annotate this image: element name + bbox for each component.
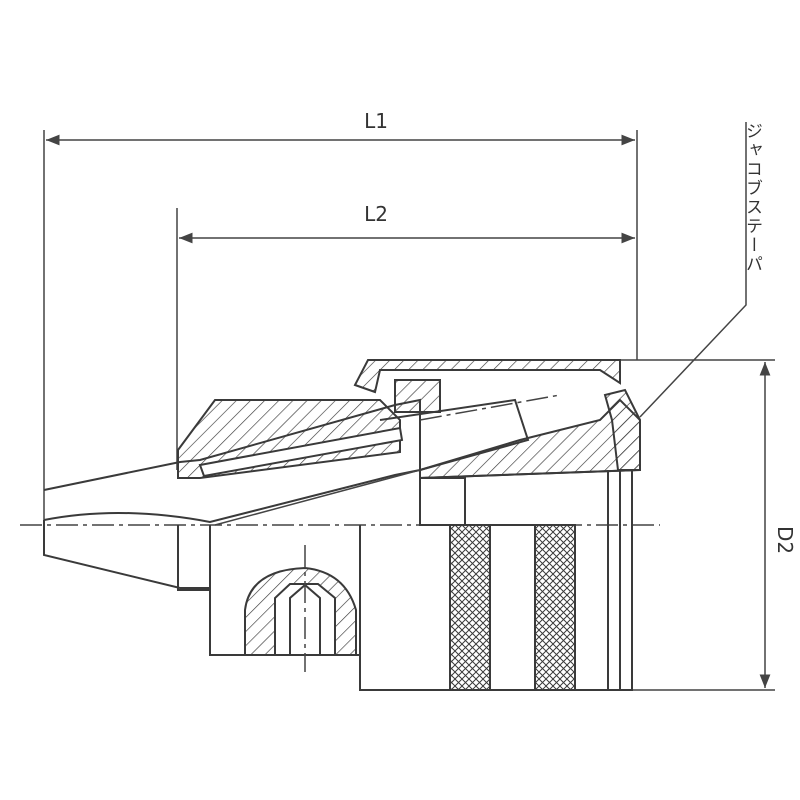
jaw-body-section [419,398,641,480]
dimension-l1: L1 [43,109,638,555]
sleeve-upper-line [419,469,641,479]
leader-line [639,122,747,418]
knurl-ring-2 [534,524,576,691]
callout-label: ジャコブステーパ [742,122,762,274]
dimension-label-l1: L1 [364,109,388,133]
jaw-nut-section [394,379,441,413]
knurl-ring-1 [449,524,491,691]
dimension-l2: L2 [176,202,635,470]
knurled-sleeve [449,470,633,691]
callout-jacobs-taper: ジャコブステーパ [639,122,762,418]
sleeve-gap [489,524,536,691]
dimension-label-l2: L2 [364,202,388,226]
arbor-bottom-edge [43,520,210,589]
arbor-inner-line [214,469,421,526]
key-slot [198,426,404,478]
screw-hole-section [244,566,357,656]
jaw-taper [379,398,530,471]
jaw-taper-centerline [419,394,561,421]
jaw-slot [419,477,466,526]
dimension-d2: D2 [620,359,797,691]
dimension-label-d2: D2 [773,526,797,554]
set-screw-hole [244,545,357,672]
outer-sleeve-section [353,359,621,394]
